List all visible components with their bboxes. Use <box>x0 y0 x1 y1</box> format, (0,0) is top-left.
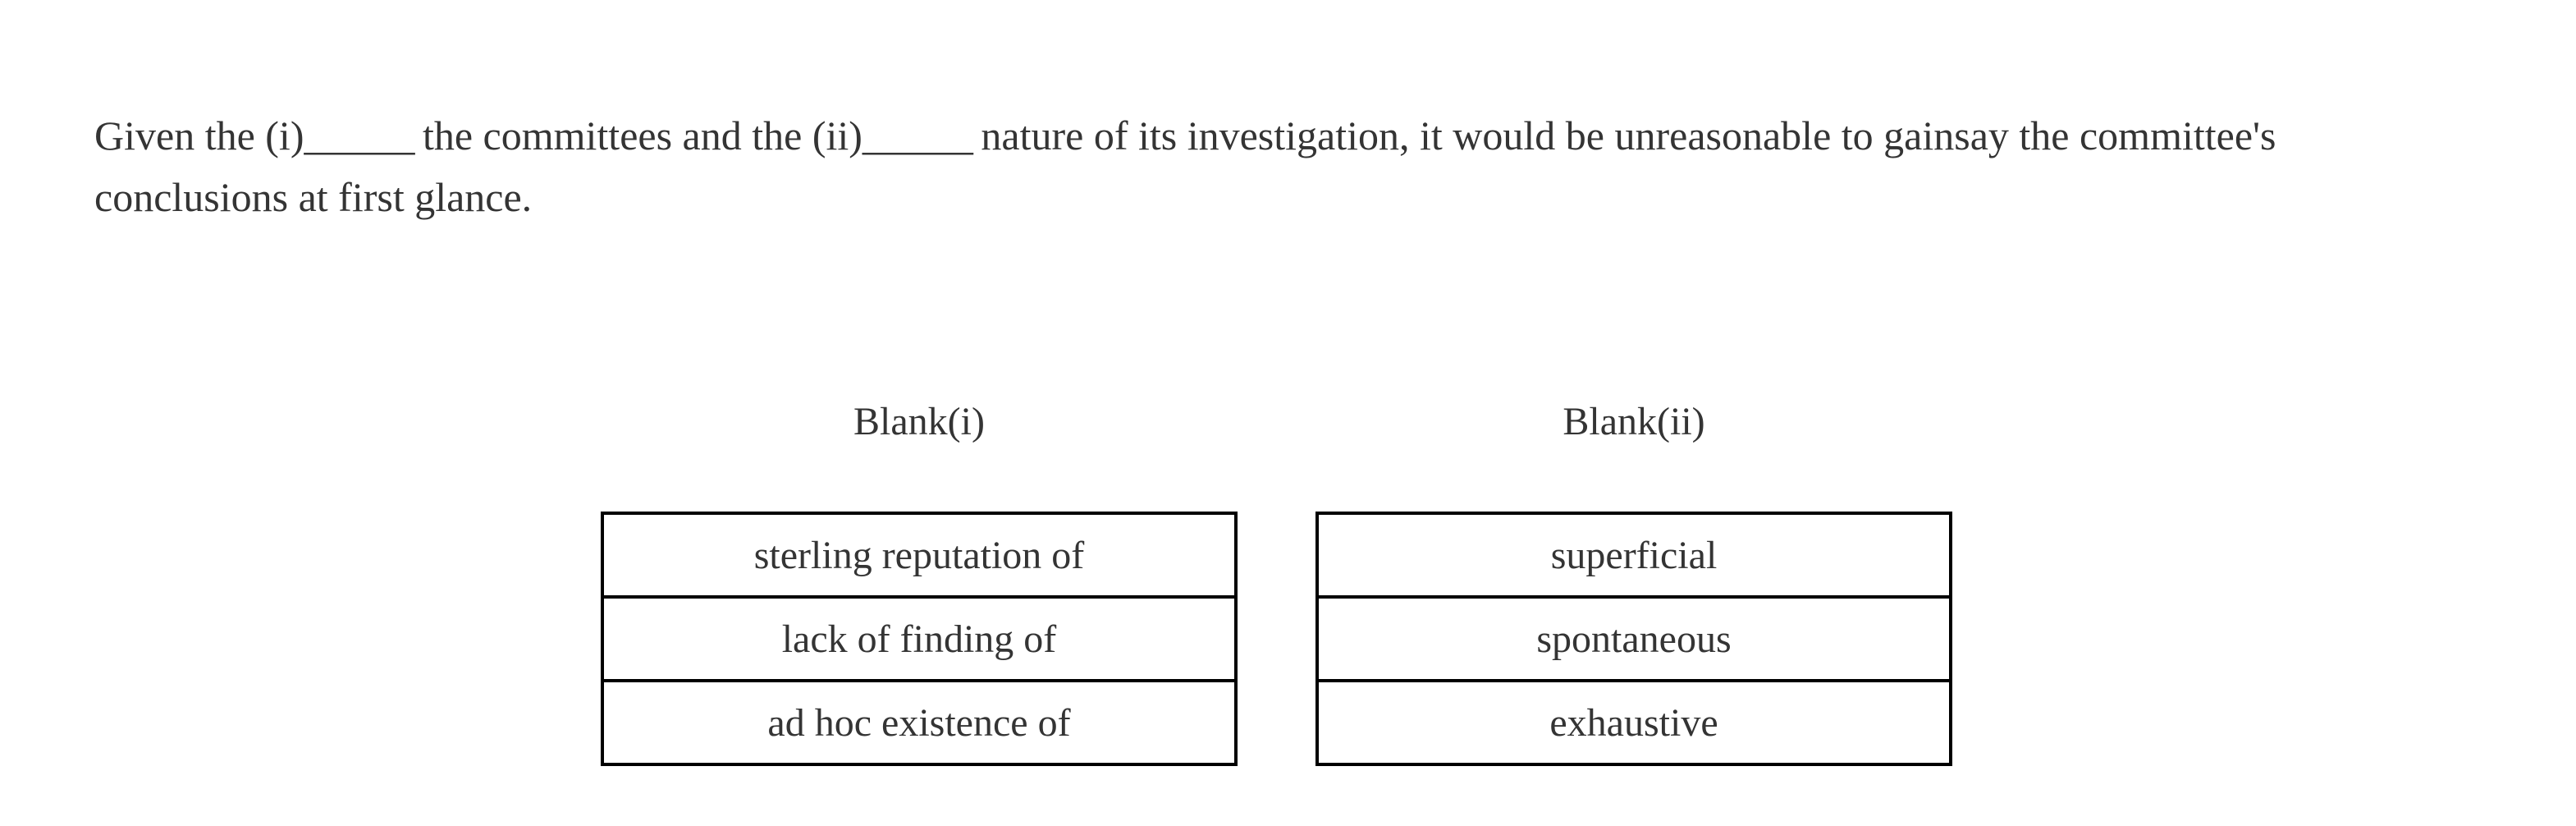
stem-line-1: Given the (i)______ the committees and t… <box>94 105 2276 167</box>
stem-text-2: the committees and the (ii) <box>412 112 862 158</box>
blank-ii-option-3[interactable]: exhaustive <box>1319 679 1949 763</box>
question-stem: Given the (i)______ the committees and t… <box>94 105 2276 228</box>
blank-ii-options-table: superficial spontaneous exhaustive <box>1315 512 1952 766</box>
blank-ii-underscore: ______ <box>862 112 973 158</box>
blank-i-option-1[interactable]: sterling reputation of <box>753 533 1085 577</box>
blank-ii-option-2[interactable]: spontaneous <box>1319 595 1949 679</box>
blank-i-option-2[interactable]: lack of finding of <box>604 595 1234 679</box>
blank-ii-label: Blank(ii) <box>1563 400 1705 443</box>
blank-i-underscore: ______ <box>304 112 414 158</box>
stem-line-2: conclusions at first glance. <box>94 174 533 220</box>
blank-i-options-table: sterling reputation of lack of finding o… <box>601 512 1238 766</box>
blank-ii-option-1[interactable]: superficial <box>1550 533 1718 577</box>
blank-i-option-3[interactable]: ad hoc existence of <box>604 679 1234 763</box>
blank-i-label: Blank(i) <box>853 400 985 443</box>
stem-text-1: Given the (i) <box>94 112 304 158</box>
stem-text-3: nature of its investigation, it would be… <box>970 112 2276 158</box>
